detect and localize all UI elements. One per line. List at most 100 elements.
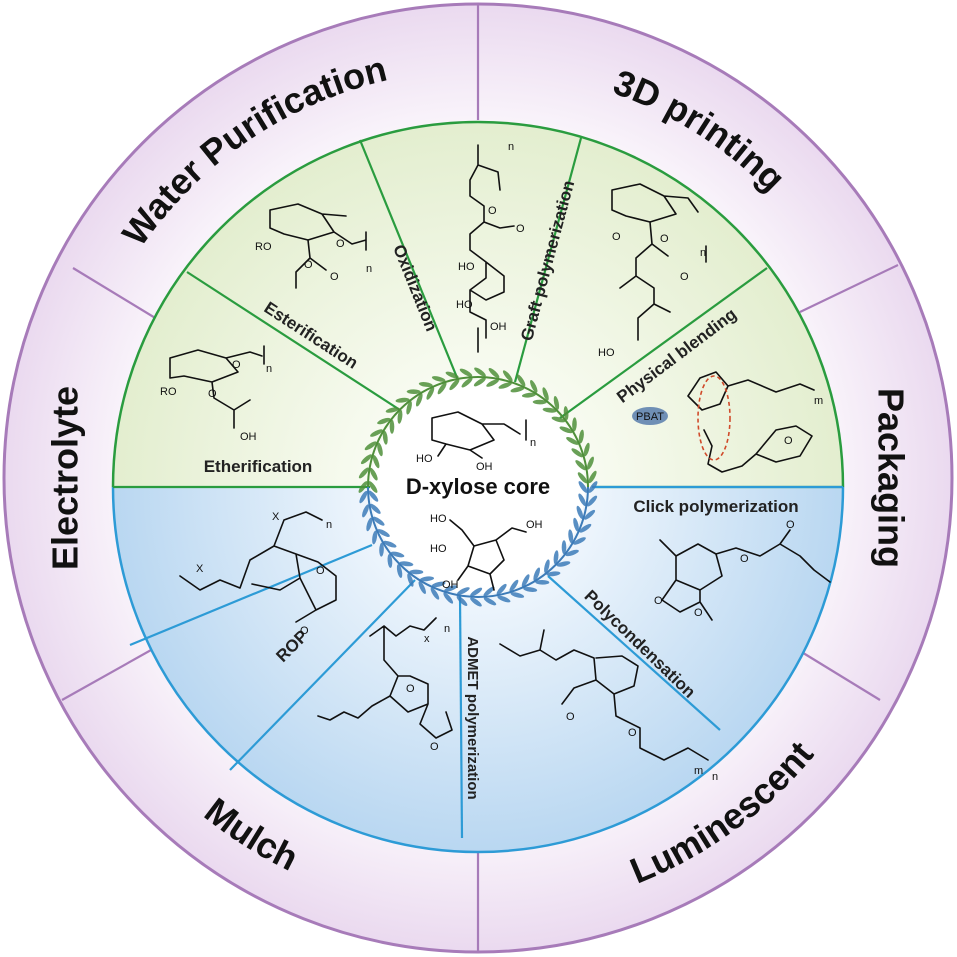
- leaf: [486, 379, 499, 387]
- svg-text:m: m: [814, 395, 823, 407]
- leaf: [542, 407, 557, 413]
- svg-text:n: n: [530, 437, 536, 449]
- method-admet-polymerization: ADMET polymerization: [464, 636, 481, 799]
- structure-admet: x n O O: [317, 617, 453, 753]
- leaf: [496, 583, 507, 595]
- svg-text:HO: HO: [430, 513, 447, 525]
- leaf: [578, 481, 588, 493]
- svg-text:n: n: [508, 141, 514, 153]
- structure-etherification: RO O O n OH: [160, 345, 272, 443]
- leaf: [420, 576, 435, 582]
- leaf: [385, 407, 400, 413]
- leaf: [358, 467, 369, 479]
- leaf: [431, 581, 446, 588]
- leaf: [551, 416, 566, 423]
- leaf: [576, 505, 584, 519]
- leaf: [498, 382, 512, 389]
- leaf: [497, 595, 511, 603]
- leaf: [563, 406, 569, 421]
- svg-text:RO: RO: [255, 241, 272, 253]
- leaf: [397, 409, 403, 424]
- svg-text:n: n: [700, 247, 706, 259]
- svg-text:O: O: [694, 607, 703, 619]
- leaf: [553, 396, 560, 410]
- structure-polycondensation: O O m n: [499, 629, 718, 783]
- leaf: [459, 368, 473, 377]
- leaf: [584, 509, 596, 520]
- leaf: [509, 579, 519, 592]
- svg-text:O: O: [784, 435, 793, 447]
- svg-text:OH: OH: [442, 579, 459, 591]
- svg-text:O: O: [612, 231, 621, 243]
- leaf: [573, 517, 579, 532]
- svg-text:PBAT: PBAT: [636, 411, 664, 423]
- leaf: [372, 530, 378, 545]
- leaf: [368, 490, 379, 502]
- svg-text:O: O: [336, 238, 345, 250]
- svg-text:O: O: [488, 205, 497, 217]
- structure-esterification: RO O O O n: [255, 203, 372, 289]
- structure-oxidization: n O O HO HO OH: [456, 141, 525, 353]
- leaf: [407, 573, 414, 587]
- leaf: [372, 455, 380, 469]
- leaf: [377, 529, 390, 537]
- leaf: [415, 393, 423, 407]
- leaf: [377, 442, 383, 457]
- leaf: [409, 569, 424, 575]
- leaf: [535, 580, 550, 585]
- leaf: [359, 490, 368, 504]
- leaf: [444, 585, 458, 592]
- leaf: [572, 417, 577, 432]
- method-etherification: Etherification: [204, 457, 313, 476]
- leaf: [443, 592, 454, 604]
- svg-text:n: n: [266, 363, 272, 375]
- leaf: [377, 417, 391, 425]
- leaf: [521, 574, 530, 587]
- leaf: [457, 587, 470, 595]
- app-electrolyte: Electrolyte: [45, 386, 86, 570]
- leaf: [369, 503, 381, 514]
- leaf: [370, 429, 383, 437]
- leaf: [510, 386, 525, 393]
- svg-text:OH: OH: [490, 321, 507, 333]
- leaf: [372, 516, 385, 526]
- leaf: [587, 495, 598, 507]
- leaf: [358, 481, 368, 493]
- core-label: D-xylose core: [406, 474, 550, 499]
- leaf: [437, 382, 447, 395]
- svg-text:x: x: [424, 633, 430, 645]
- leaf: [583, 442, 590, 457]
- leaf: [449, 379, 460, 391]
- leaf: [406, 400, 412, 415]
- svg-text:O: O: [516, 223, 525, 235]
- leaf: [426, 387, 435, 400]
- svg-text:OH: OH: [526, 519, 543, 531]
- structure-physical: PBAT m O: [632, 371, 823, 473]
- leaf: [577, 472, 588, 484]
- svg-text:m: m: [694, 765, 703, 777]
- structure-rop: X X n O O: [179, 511, 337, 637]
- leaf: [578, 493, 587, 507]
- leaf: [542, 387, 549, 401]
- svg-text:X: X: [272, 511, 280, 523]
- leaf: [587, 456, 594, 470]
- svg-text:O: O: [406, 683, 415, 695]
- leaf: [473, 377, 486, 387]
- svg-text:HO: HO: [458, 261, 475, 273]
- svg-text:OH: OH: [476, 461, 493, 473]
- leaf: [470, 587, 483, 597]
- leaf: [379, 542, 384, 557]
- svg-text:O: O: [660, 233, 669, 245]
- svg-text:HO: HO: [416, 453, 433, 465]
- leaf: [523, 586, 538, 592]
- structure-graft: O O O n HO: [598, 183, 707, 359]
- leaf: [418, 581, 426, 594]
- leaf: [483, 586, 495, 597]
- svg-text:O: O: [330, 271, 339, 283]
- leaf: [396, 564, 403, 578]
- leaf: [360, 454, 372, 465]
- core-leaf-wreath-green: [358, 367, 597, 493]
- leaf: [530, 380, 538, 393]
- svg-text:O: O: [300, 625, 309, 637]
